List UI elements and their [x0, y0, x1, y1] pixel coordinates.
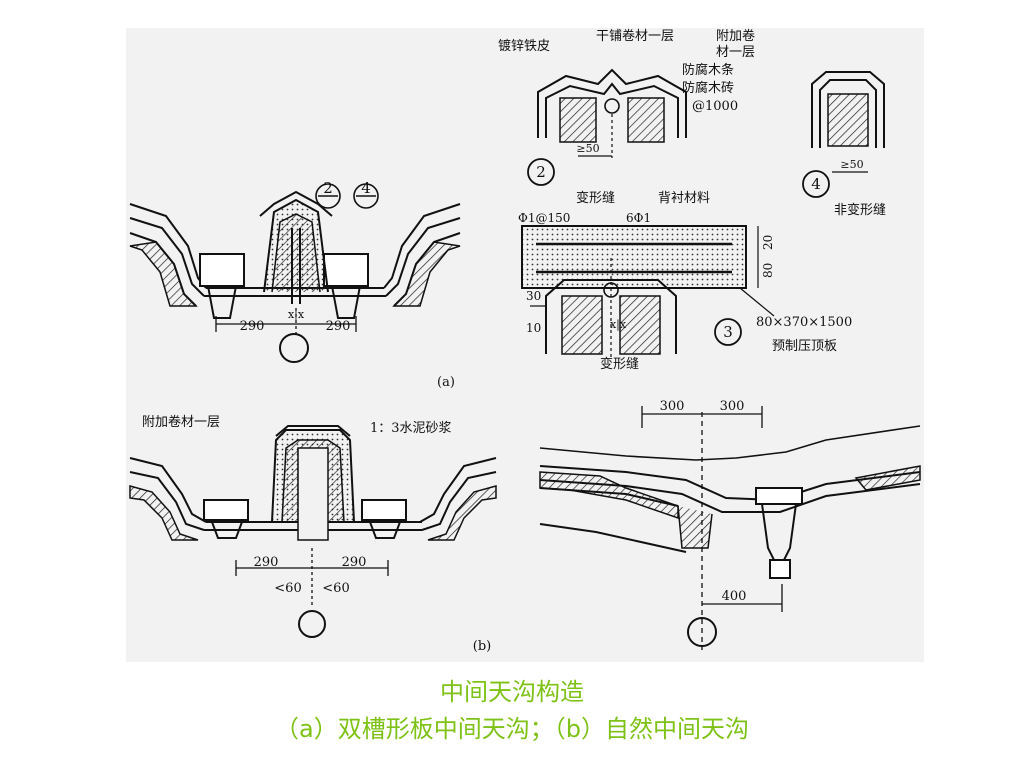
detail-4-ge50: ≥50 — [840, 158, 863, 171]
dim-20: 20 — [761, 235, 775, 250]
dim-lt60-left: <60 — [274, 581, 301, 596]
detail-2-ge50: ≥50 — [576, 142, 599, 155]
figure-drawing: 2 4 290 290 x|x (a) 2 ≥50 镀锌铁皮 干铺卷材一层 附加… — [129, 28, 921, 654]
natural-gutter-section — [539, 406, 921, 650]
label-backing-material: 背衬材料 — [658, 191, 710, 206]
label-extra-felt-b: 附加卷材一层 — [142, 414, 220, 430]
detail-2-drawing — [527, 68, 687, 186]
panel-b-label: (b) — [473, 639, 491, 654]
dim-400: 400 — [722, 589, 747, 604]
detail-4-circle: 4 — [811, 175, 821, 193]
caption-title: 中间天沟构造 — [440, 678, 584, 706]
label-extra-felt-2: 材一层 — [716, 45, 755, 60]
detail-4-drawing — [802, 71, 885, 198]
dim-290-right-b: 290 — [342, 555, 367, 570]
dim-300-right: 300 — [720, 399, 745, 414]
label-dry-felt: 干铺卷材一层 — [596, 28, 674, 44]
label-deform-joint-top: 变形缝 — [576, 190, 615, 206]
label-precast-slab: 预制压顶板 — [772, 339, 837, 354]
xx-mark-detail-3: x|x — [610, 318, 627, 332]
label-non-deform-joint: 非变形缝 — [834, 202, 886, 218]
detail-3-drawing — [521, 225, 775, 358]
label-rebar-count: 6Φ1 — [626, 211, 651, 225]
label-deform-joint-bottom: 变形缝 — [600, 356, 639, 372]
dim-lt60-right: <60 — [322, 581, 349, 596]
label-mortar: 1：3水泥砂浆 — [370, 421, 452, 436]
dim-290-right-a: 290 — [326, 319, 351, 334]
detail-3-circle: 3 — [723, 323, 733, 341]
dim-80: 80 — [761, 263, 775, 278]
label-antiseptic-brick: 防腐木砖 — [682, 80, 734, 96]
ref-circle-4: 4 — [361, 179, 371, 197]
detail-2-circle: 2 — [536, 163, 546, 181]
panel-b-section — [129, 425, 497, 638]
label-extra-felt-1: 附加卷 — [716, 28, 755, 44]
label-spacing-1000: @1000 — [692, 99, 738, 114]
label-antiseptic-strip: 防腐木条 — [682, 62, 734, 78]
label-rebar-spacing: Φ1@150 — [518, 211, 570, 225]
dim-290-left-b: 290 — [254, 555, 279, 570]
label-zinc-sheet: 镀锌铁皮 — [498, 38, 550, 54]
gutter-construction-figure: 2 4 290 290 x|x (a) 2 ≥50 镀锌铁皮 干铺卷材一层 附加… — [126, 28, 924, 662]
xx-mark-a: x|x — [288, 308, 305, 322]
label-slab-size: 80×370×1500 — [756, 315, 852, 330]
panel-a-section — [129, 183, 461, 363]
caption-subtitle: （a）双槽形板中间天沟；（b）自然中间天沟 — [275, 715, 749, 743]
dim-290-left-a: 290 — [240, 319, 265, 334]
dim-300-left: 300 — [660, 399, 685, 414]
dim-30: 30 — [526, 289, 541, 303]
panel-a-label: (a) — [437, 375, 455, 390]
ref-circle-2: 2 — [323, 179, 333, 197]
dim-10: 10 — [526, 321, 541, 335]
